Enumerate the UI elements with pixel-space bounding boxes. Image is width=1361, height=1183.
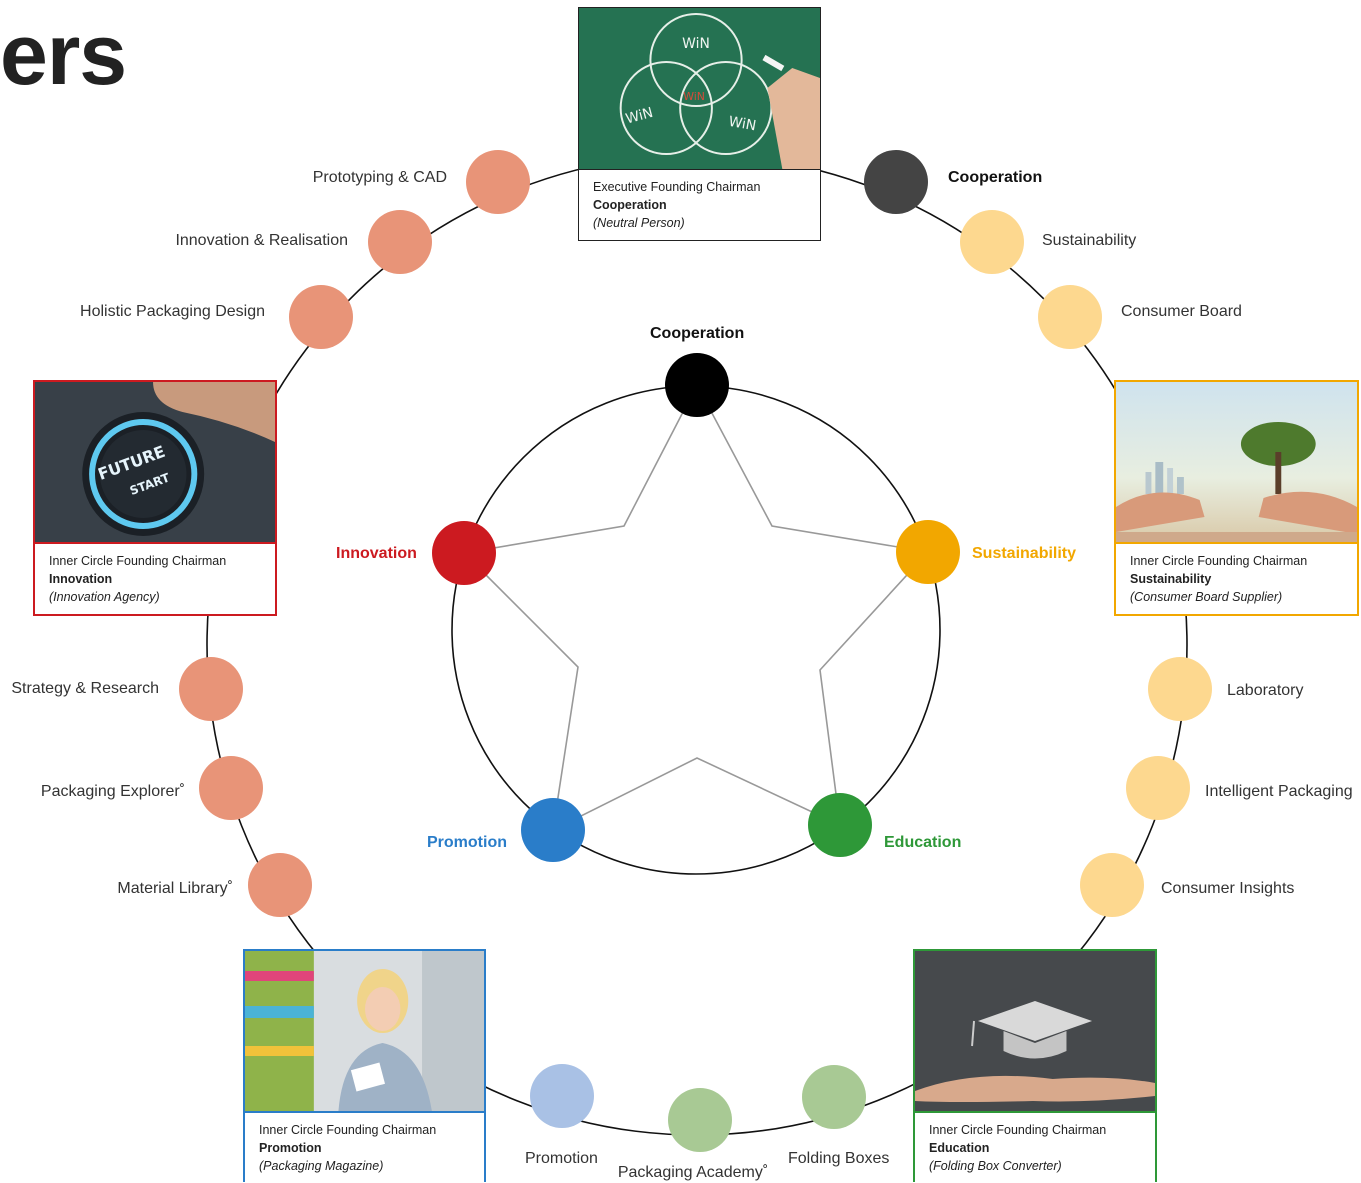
outer-node-packaging-academy[interactable] <box>668 1088 732 1152</box>
page-heading: ers <box>0 7 127 103</box>
outer-node-holistic-design[interactable] <box>289 285 353 349</box>
outer-label-cooperation: Cooperation <box>948 169 1043 186</box>
outer-node-laboratory[interactable] <box>1148 657 1212 721</box>
card-sustainability[interactable]: Inner Circle Founding Chairman Sustainab… <box>1114 380 1359 616</box>
outer-node-consumer-insights[interactable] <box>1080 853 1144 917</box>
outer-node-strategy-research[interactable] <box>179 657 243 721</box>
inner-node-cooperation[interactable] <box>665 353 729 417</box>
outer-label-material-library: Material Library˚ <box>117 880 233 897</box>
inner-node-promotion[interactable] <box>521 798 585 862</box>
future-start-button-image: FUTURE START <box>35 382 275 542</box>
outer-label-promotion: Promotion <box>525 1150 598 1167</box>
inner-node-innovation[interactable] <box>432 521 496 585</box>
inner-star <box>462 383 930 832</box>
hands-tree-image <box>1116 382 1357 542</box>
card-caption: Executive Founding Chairman Cooperation … <box>579 169 820 240</box>
outer-node-consumer-board[interactable] <box>1038 285 1102 349</box>
outer-label-consumer-insights: Consumer Insights <box>1161 880 1295 897</box>
outer-label-innovation-realisation: Innovation & Realisation <box>175 232 348 249</box>
outer-node-folding-boxes[interactable] <box>802 1065 866 1129</box>
outer-node-innovation-realisation[interactable] <box>368 210 432 274</box>
card-promotion[interactable]: Inner Circle Founding Chairman Promotion… <box>243 949 486 1182</box>
inner-node-sustainability[interactable] <box>896 520 960 584</box>
inner-ring <box>451 385 941 875</box>
center-label-sustainability: Sustainability <box>972 545 1077 562</box>
card-innovation[interactable]: FUTURE START Inner Circle Founding Chair… <box>33 380 277 616</box>
outer-node-packaging-explorer[interactable] <box>199 756 263 820</box>
graduation-cap-image <box>915 951 1155 1111</box>
outer-node-promotion[interactable] <box>530 1064 594 1128</box>
outer-label-holistic-design: Holistic Packaging Design <box>80 303 265 320</box>
shopper-image <box>245 951 484 1111</box>
outer-label-packaging-academy: Packaging Academy˚ <box>617 1164 769 1181</box>
outer-label-strategy-research: Strategy & Research <box>11 680 159 697</box>
center-label-innovation: Innovation <box>336 545 417 562</box>
outer-label-laboratory: Laboratory <box>1227 682 1304 699</box>
card-caption: Inner Circle Founding Chairman Promotion… <box>245 1111 484 1182</box>
outer-node-prototyping-cad[interactable] <box>466 150 530 214</box>
outer-label-sustainability: Sustainability <box>1042 232 1137 249</box>
card-caption: Inner Circle Founding Chairman Education… <box>915 1111 1155 1182</box>
center-label-promotion: Promotion <box>427 834 507 851</box>
svg-text:WiN: WiN <box>683 90 705 103</box>
outer-node-cooperation[interactable] <box>864 150 928 214</box>
outer-node-intelligent-packaging[interactable] <box>1126 756 1190 820</box>
card-caption: Inner Circle Founding Chairman Sustainab… <box>1116 542 1357 614</box>
card-cooperation[interactable]: WiN WiN WiN WiN Executive Founding Chair… <box>578 7 821 241</box>
card-caption: Inner Circle Founding Chairman Innovatio… <box>35 542 275 614</box>
center-label-cooperation: Cooperation <box>650 325 745 342</box>
outer-label-intelligent-packaging: Intelligent Packaging <box>1205 783 1353 800</box>
outer-label-prototyping-cad: Prototyping & CAD <box>312 169 447 186</box>
center-label-education: Education <box>884 834 962 851</box>
svg-text:WiN: WiN <box>682 36 710 52</box>
svg-text:WiN: WiN <box>727 114 757 135</box>
chalkboard-venn-image: WiN WiN WiN WiN <box>579 8 820 169</box>
svg-text:WiN: WiN <box>624 105 655 128</box>
outer-label-packaging-explorer: Packaging Explorer˚ <box>40 783 185 800</box>
inner-node-education[interactable] <box>808 793 872 857</box>
outer-label-consumer-board: Consumer Board <box>1121 303 1242 320</box>
outer-node-material-library[interactable] <box>248 853 312 917</box>
outer-label-folding-boxes: Folding Boxes <box>788 1150 890 1167</box>
card-education[interactable]: Inner Circle Founding Chairman Education… <box>913 949 1157 1182</box>
outer-node-sustainability[interactable] <box>960 210 1024 274</box>
